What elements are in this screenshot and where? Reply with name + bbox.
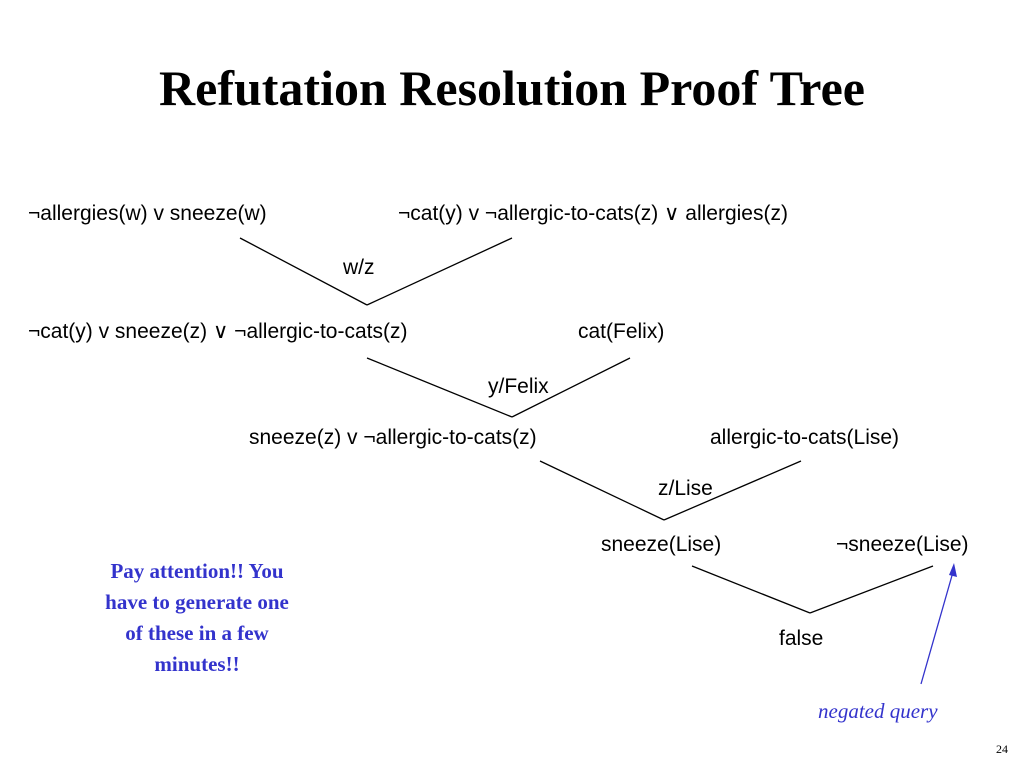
edge-c1-to-c3 <box>239 237 368 306</box>
clause-c6: allergic-to-cats(Lise) <box>710 426 900 449</box>
substitution-s3: z/Lise <box>658 477 713 500</box>
note-line: Pay attention!! You <box>110 559 284 583</box>
clause-c2: ¬cat(y) v ¬allergic-to-cats(z) ∨ allergi… <box>398 202 788 225</box>
edge-c5-to-c7 <box>539 460 665 521</box>
substitution-s1: w/z <box>343 256 375 279</box>
edge-c4-to-c5 <box>511 357 631 418</box>
edge-c6-to-c7 <box>663 460 802 521</box>
callout-arrowhead <box>949 563 957 577</box>
clause-c1: ¬allergies(w) v sneeze(w) <box>28 202 267 225</box>
note-line: have to generate one <box>105 590 289 614</box>
clause-c5: sneeze(z) v ¬allergic-to-cats(z) <box>249 426 537 449</box>
attention-note: Pay attention!! You have to generate one… <box>72 556 322 680</box>
clause-c8: ¬sneeze(Lise) <box>836 533 969 556</box>
clause-c7: sneeze(Lise) <box>601 533 722 556</box>
note-line: minutes!! <box>154 652 240 676</box>
slide-title: Refutation Resolution Proof Tree <box>159 60 865 116</box>
note-line: of these in a few <box>125 621 269 645</box>
clause-c4: cat(Felix) <box>578 320 665 343</box>
negated-query-callout: negated query <box>818 699 938 723</box>
callout-arrow-line <box>920 571 954 685</box>
edge-c3-to-c5 <box>366 357 513 418</box>
substitution-s2: y/Felix <box>488 375 549 398</box>
page-number: 24 <box>996 742 1008 756</box>
edge-c7-to-c9 <box>691 565 811 614</box>
edge-c8-to-c9 <box>809 565 934 614</box>
clause-c9: false <box>779 627 824 650</box>
edge-c2-to-c3 <box>366 237 513 306</box>
clause-c3: ¬cat(y) v sneeze(z) ∨ ¬allergic-to-cats(… <box>28 320 408 343</box>
